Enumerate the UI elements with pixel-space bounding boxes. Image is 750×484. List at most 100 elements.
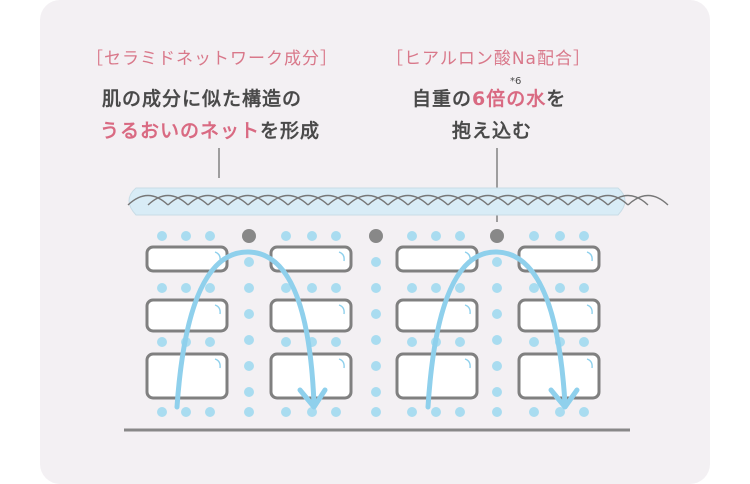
skin-cell xyxy=(145,352,229,400)
moisture-net-highlight: うるおいのネット xyxy=(100,120,261,142)
moisture-dot xyxy=(407,231,417,241)
right-caption-post: を xyxy=(546,88,567,110)
left-caption-line2-rest: を形成 xyxy=(260,120,321,142)
left-caption-line1: 肌の成分に似た構造の xyxy=(102,88,303,110)
moisture-dot xyxy=(555,231,565,241)
moisture-dot xyxy=(371,309,381,319)
moisture-dot xyxy=(281,231,291,241)
moisture-dot xyxy=(205,283,215,293)
net-arc xyxy=(387,194,429,206)
ceramide-marker-2 xyxy=(369,229,383,243)
cell-highlight xyxy=(338,304,345,315)
moisture-dot xyxy=(529,337,539,347)
moisture-dot xyxy=(244,257,254,267)
cell-highlight xyxy=(214,358,221,369)
net-arc xyxy=(467,194,509,206)
moisture-dot xyxy=(579,283,589,293)
net-band xyxy=(128,187,626,216)
moisture-dot xyxy=(244,309,254,319)
cell-highlight xyxy=(338,251,345,262)
ceramide-network-label: ［セラミドネットワーク成分］ xyxy=(86,49,338,69)
moisture-dot xyxy=(407,407,417,417)
moisture-dot xyxy=(431,283,441,293)
net-arc xyxy=(247,194,289,206)
moisture-dot xyxy=(371,283,381,293)
moisture-dot xyxy=(431,231,441,241)
moisture-dot xyxy=(455,337,465,347)
water-arrow-right-head xyxy=(548,387,580,410)
net-arc xyxy=(487,194,529,206)
moisture-dot xyxy=(281,337,291,347)
moisture-dot xyxy=(455,407,465,417)
moisture-dot xyxy=(181,283,191,293)
moisture-dot xyxy=(244,361,254,371)
right-caption-line2: 抱え込む xyxy=(452,120,533,142)
moisture-dot xyxy=(307,231,317,241)
moisture-dot xyxy=(181,407,191,417)
moisture-dot xyxy=(407,283,417,293)
water-arrow-left xyxy=(174,249,317,410)
ceramide-net-arcs xyxy=(127,194,669,206)
moisture-dot xyxy=(492,283,502,293)
moisture-dot xyxy=(244,387,254,397)
moisture-dot xyxy=(529,283,539,293)
cell-highlight xyxy=(214,304,221,315)
skin-cell xyxy=(517,298,601,333)
net-arc xyxy=(207,194,249,206)
skin-cell xyxy=(395,352,479,400)
moisture-dot xyxy=(529,231,539,241)
moisture-dot xyxy=(181,231,191,241)
moisture-dot xyxy=(244,407,254,417)
right-caption-line1: 自重の6倍の水を xyxy=(412,84,566,111)
moisture-dot xyxy=(244,335,254,345)
cell-highlight xyxy=(338,358,345,369)
moisture-dot xyxy=(492,407,502,417)
moisture-dot xyxy=(307,407,317,417)
cell-highlight xyxy=(586,358,593,369)
net-arc xyxy=(227,194,269,206)
net-arc xyxy=(507,194,549,206)
net-arc xyxy=(447,194,489,206)
moisture-dot xyxy=(157,231,167,241)
moisture-dot xyxy=(492,361,502,371)
moisture-dot xyxy=(371,387,381,397)
moisture-dot xyxy=(579,407,589,417)
moisture-dot xyxy=(492,335,502,345)
moisture-dot xyxy=(431,407,441,417)
moisture-dot xyxy=(244,283,254,293)
moisture-dot xyxy=(157,407,167,417)
moisture-dot xyxy=(579,337,589,347)
net-arc xyxy=(587,194,629,206)
net-arc xyxy=(307,194,349,206)
water-arrow-right xyxy=(425,249,568,410)
net-arc xyxy=(327,194,369,206)
moisture-dot xyxy=(492,387,502,397)
net-arc xyxy=(147,194,189,206)
water-arrow-left-head xyxy=(297,387,328,410)
moisture-dot xyxy=(281,407,291,417)
net-arc xyxy=(167,194,209,206)
moisture-dot xyxy=(407,337,417,347)
moisture-dot xyxy=(331,283,341,293)
moisture-dot xyxy=(157,283,167,293)
cell-highlight xyxy=(586,304,593,315)
moisture-dot xyxy=(529,407,539,417)
net-arc xyxy=(527,194,569,206)
net-arc xyxy=(127,194,169,206)
moisture-dot xyxy=(205,407,215,417)
net-arc xyxy=(627,194,669,206)
moisture-dot xyxy=(205,337,215,347)
net-arc xyxy=(287,194,329,206)
moisture-dot xyxy=(492,309,502,319)
moisture-dot xyxy=(331,407,341,417)
ceramide-marker-1 xyxy=(242,229,256,243)
moisture-dot xyxy=(371,335,381,345)
moisture-dot xyxy=(555,407,565,417)
moisture-dot xyxy=(371,407,381,417)
right-caption-pre: 自重の xyxy=(412,88,473,110)
water-highlight: 6倍の水 xyxy=(472,88,547,110)
moisture-dot xyxy=(579,231,589,241)
moisture-dot xyxy=(157,337,167,347)
skin-cell xyxy=(269,298,353,333)
footnote-mark: *6 xyxy=(510,76,522,87)
